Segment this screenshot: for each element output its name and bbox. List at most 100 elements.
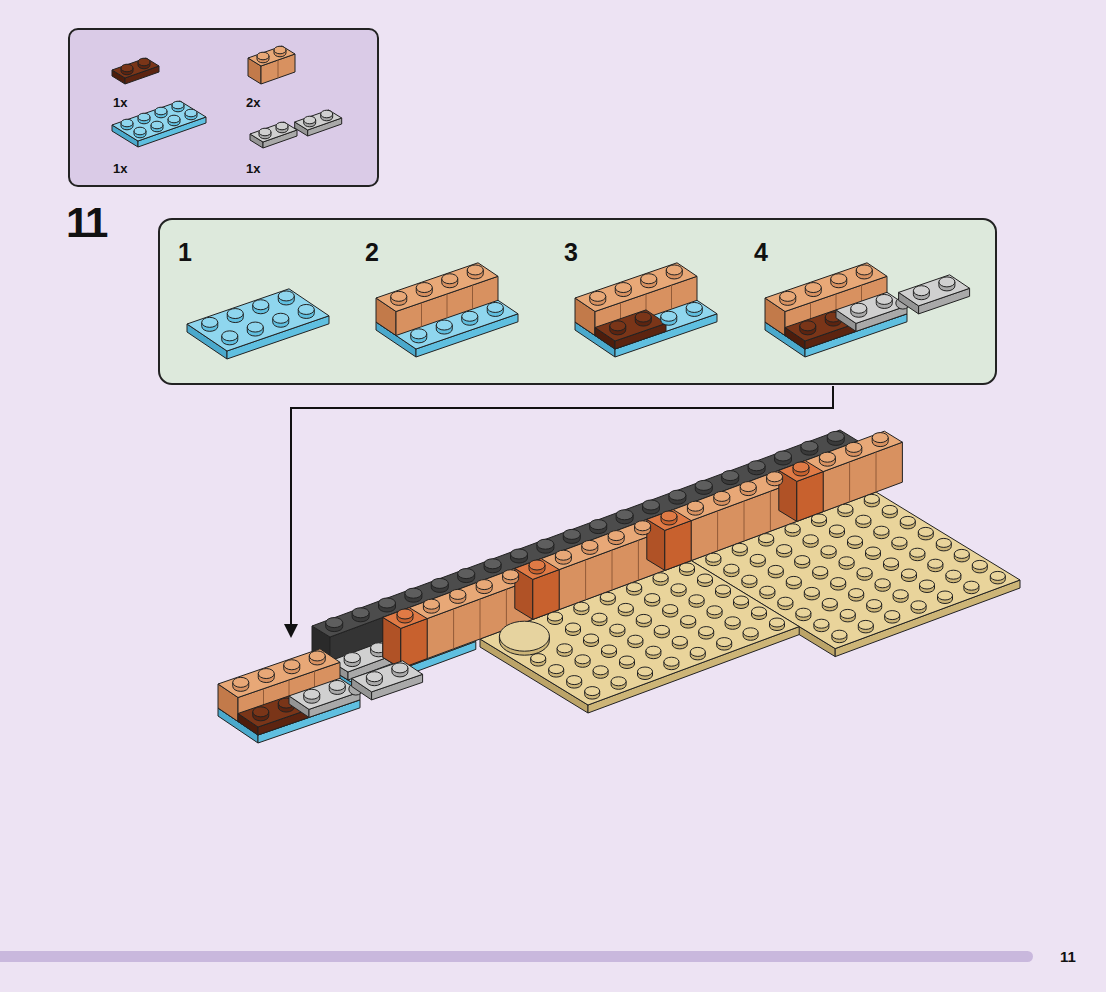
stud-top	[458, 569, 475, 579]
stud-top	[450, 589, 466, 599]
stud-top	[831, 578, 846, 587]
stud-top	[857, 568, 872, 577]
stud-top	[813, 567, 828, 576]
stud-top	[411, 329, 427, 339]
stud-top	[664, 657, 679, 666]
stud-top	[584, 634, 599, 643]
brick-face	[383, 431, 903, 628]
substep-number: 3	[564, 240, 578, 265]
stud-top	[839, 557, 854, 566]
stud-top	[476, 580, 492, 590]
page-number: 11	[1060, 949, 1076, 964]
main-model	[312, 430, 1020, 713]
stud-top	[616, 510, 633, 520]
stud-top	[893, 590, 908, 599]
stud-top	[724, 564, 739, 573]
stud-top	[804, 587, 819, 596]
parts-box-fill	[69, 29, 378, 186]
log-crease	[506, 589, 507, 629]
brick-face	[401, 442, 903, 668]
brick-face	[383, 608, 427, 629]
attached-assembly	[218, 649, 423, 743]
stud-top	[484, 559, 501, 569]
substep-number: 2	[365, 240, 379, 265]
stud-top	[366, 672, 382, 682]
log-crease	[453, 609, 454, 649]
log-crease	[585, 560, 586, 600]
stud-top	[686, 302, 702, 312]
stud-top	[884, 558, 899, 567]
stud-top	[780, 291, 796, 301]
stud-top	[867, 600, 882, 609]
log-crease	[638, 540, 639, 580]
stud-top	[397, 609, 413, 619]
brick-face	[836, 292, 907, 323]
stud-top	[822, 598, 837, 607]
stud-top	[778, 597, 793, 606]
stud-top	[849, 589, 864, 598]
stud-top	[344, 653, 360, 663]
stud-top	[785, 524, 800, 533]
stud-top	[876, 294, 892, 304]
stud-top	[121, 64, 133, 72]
brick-face	[515, 559, 559, 580]
log-crease	[876, 452, 877, 492]
stud-top	[253, 300, 269, 310]
stud-top	[732, 543, 747, 552]
brick-face	[248, 46, 295, 66]
stud-top	[722, 471, 739, 481]
stud-top	[866, 547, 881, 556]
brick-face	[595, 310, 666, 341]
substep-panel-fill	[159, 219, 996, 384]
stud-top	[222, 331, 238, 341]
log-crease	[278, 60, 279, 78]
stud-top	[768, 565, 783, 574]
substep-assembly	[187, 289, 329, 359]
stud-top	[635, 312, 651, 322]
stud-top	[706, 553, 721, 562]
stud-top	[436, 320, 452, 330]
part-count: 1x	[113, 96, 127, 109]
stud-top	[416, 283, 432, 293]
stud-top	[462, 311, 478, 321]
stud-top	[304, 116, 316, 124]
stud-top	[487, 302, 503, 312]
stud-top	[698, 574, 713, 583]
stud-top	[392, 663, 408, 673]
substep-number: 1	[178, 240, 192, 265]
stud-top	[566, 623, 581, 632]
stud-top	[442, 274, 458, 284]
stud-top	[872, 433, 888, 443]
stud-top	[257, 52, 269, 60]
stud-top	[592, 613, 607, 622]
placement-arrow	[284, 386, 833, 638]
log-crease	[612, 550, 613, 590]
stud-top	[611, 677, 626, 686]
stud-top	[574, 602, 589, 611]
stud-top	[600, 592, 615, 601]
log-crease	[849, 462, 850, 502]
stud-top	[864, 494, 879, 503]
stud-top	[304, 689, 320, 699]
part-count: 1x	[113, 162, 127, 175]
parts-list-pieces	[112, 46, 342, 148]
stud-top	[121, 119, 133, 127]
stud-top	[964, 581, 979, 590]
stud-top	[276, 122, 288, 130]
stud-top	[431, 578, 448, 588]
stud-top	[716, 585, 731, 594]
stud-top	[134, 127, 146, 135]
stud-top	[227, 309, 243, 319]
stud-top	[654, 625, 669, 634]
stud-top	[699, 627, 714, 636]
stud-top	[511, 549, 528, 559]
stud-top	[537, 539, 554, 549]
stud-top	[321, 110, 333, 118]
stud-top	[680, 563, 695, 572]
stud-top	[910, 548, 925, 557]
brick-face	[187, 289, 329, 351]
stud-top	[831, 274, 847, 284]
stud-top	[608, 531, 624, 541]
